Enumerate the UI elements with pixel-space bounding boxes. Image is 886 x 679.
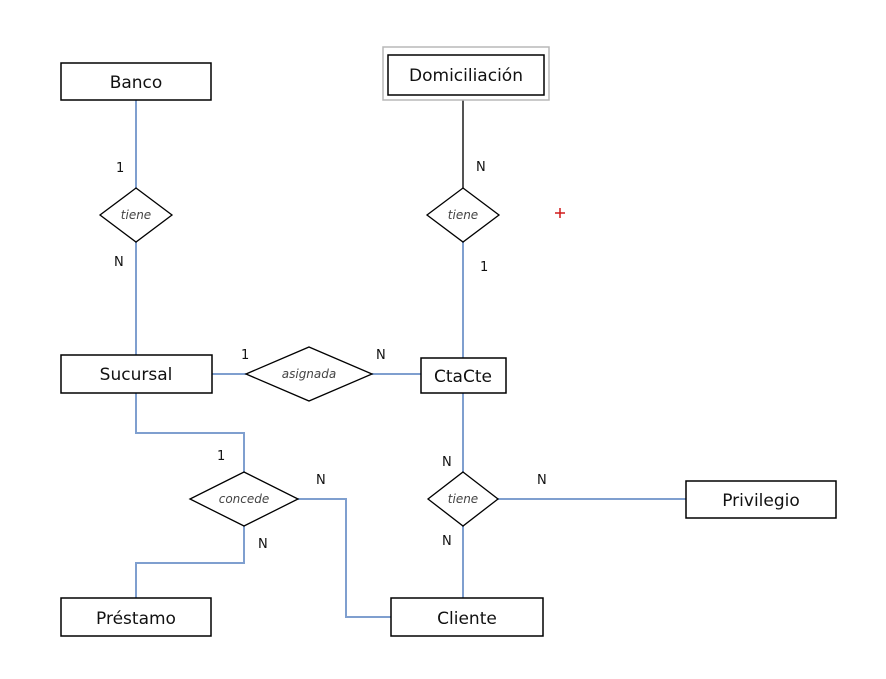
entity-banco[interactable]: Banco xyxy=(60,62,212,101)
relationship-sucursal-ctacte-label: asignada xyxy=(282,367,337,381)
relationship-banco-sucursal-label: tiene xyxy=(121,208,151,222)
entity-sucursal[interactable]: Sucursal xyxy=(60,354,213,394)
entity-prestamo[interactable]: Préstamo xyxy=(60,597,212,637)
relationship-domiciliacion-ctacte-label: tiene xyxy=(448,208,478,222)
cardinality-banco: 1 xyxy=(116,161,124,176)
relationship-sucursal-ctacte[interactable]: asignada xyxy=(244,346,374,402)
entity-privilegio[interactable]: Privilegio xyxy=(685,480,837,519)
relationship-concede[interactable]: concede xyxy=(188,471,300,527)
relationship-domiciliacion-ctacte[interactable]: tiene xyxy=(425,187,501,243)
relationship-banco-sucursal[interactable]: tiene xyxy=(98,187,174,243)
entity-ctacte-label: CtaCte xyxy=(434,367,492,387)
entity-privilegio-label: Privilegio xyxy=(722,491,800,511)
cardinality-cliente-tiene2: N xyxy=(442,534,452,549)
cardinality-privilegio-tiene2: N xyxy=(537,473,547,488)
cardinality-sucursal-concede: 1 xyxy=(217,449,225,464)
entity-cliente-label: Cliente xyxy=(437,609,497,629)
cardinality-prestamo-concede: N xyxy=(258,537,268,552)
cardinality-ctacte-asignada: N xyxy=(376,348,386,363)
cardinality-sucursal-asignada: 1 xyxy=(241,348,249,363)
crosshair-plus-icon xyxy=(555,208,565,218)
relationship-concede-label: concede xyxy=(219,492,270,506)
entity-banco-label: Banco xyxy=(110,73,163,93)
connector-sucursal-concede xyxy=(135,393,245,472)
cardinality-ctacte-tiene2: N xyxy=(442,455,452,470)
entity-sucursal-label: Sucursal xyxy=(100,365,173,385)
cardinality-domiciliacion: N xyxy=(476,160,486,175)
entity-prestamo-label: Préstamo xyxy=(96,609,176,629)
connector-concede-prestamo xyxy=(135,526,245,598)
relationship-ctacte-cliente-privilegio[interactable]: tiene xyxy=(426,471,500,527)
cardinality-cliente-concede: N xyxy=(316,473,326,488)
relationship-ctacte-cliente-privilegio-label: tiene xyxy=(448,492,478,506)
connector-concede-cliente xyxy=(298,498,391,618)
cardinality-ctacte-tiene: 1 xyxy=(480,260,488,275)
entity-domiciliacion-label: Domiciliación xyxy=(409,66,523,86)
entity-domiciliacion[interactable]: Domiciliación xyxy=(382,46,550,101)
cardinality-sucursal-tiene: N xyxy=(114,255,124,270)
entity-cliente[interactable]: Cliente xyxy=(390,597,544,637)
entity-ctacte[interactable]: CtaCte xyxy=(420,357,507,394)
